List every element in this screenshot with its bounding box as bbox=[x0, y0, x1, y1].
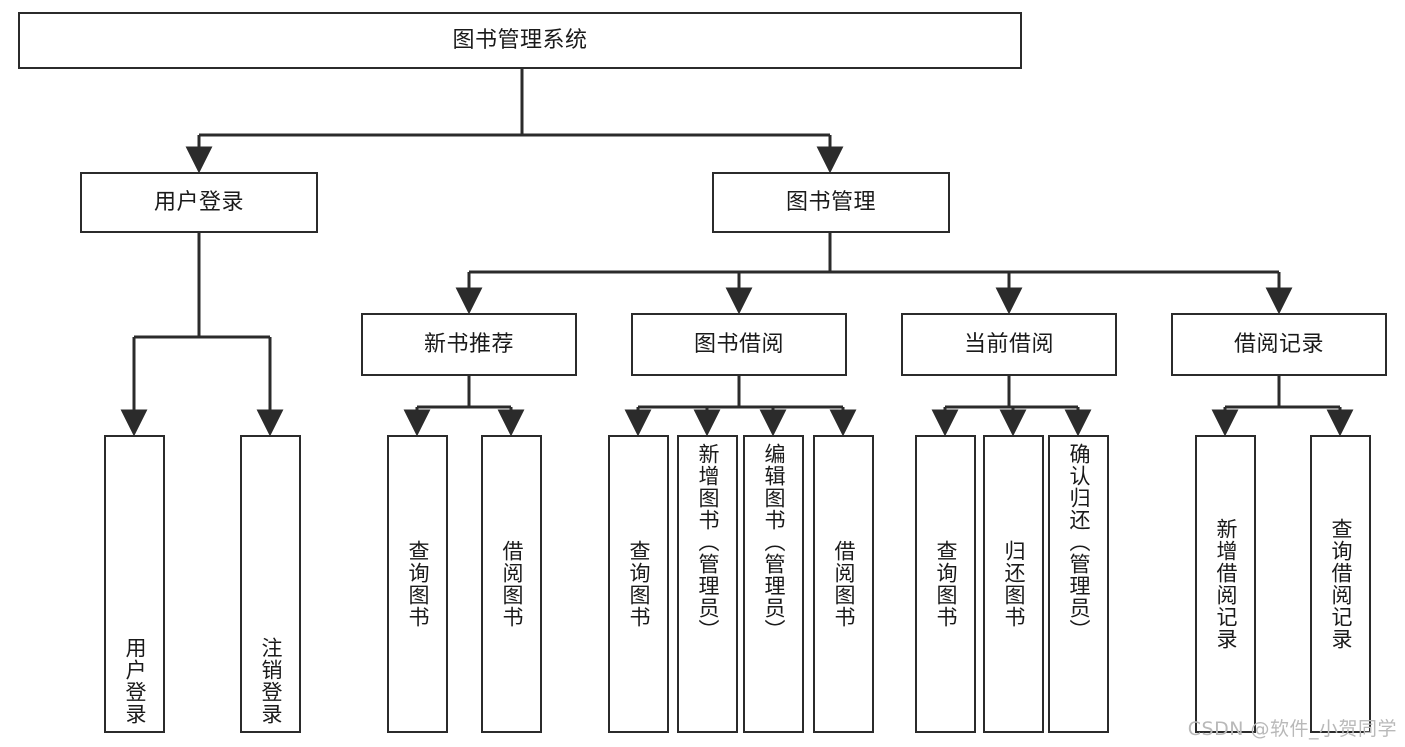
node-label: 图书借阅 bbox=[693, 331, 784, 357]
node-label: 当前借阅 bbox=[963, 331, 1054, 357]
node-label: 新增借阅记录 bbox=[1213, 518, 1238, 650]
csdn-watermark: CSDN @软件_小贺同学 bbox=[1187, 718, 1397, 740]
node-label: 图书管理系统 bbox=[452, 27, 588, 53]
leaf-query-book-current[interactable]: 查询图书 bbox=[915, 435, 976, 733]
node-book-management[interactable]: 图书管理 bbox=[712, 172, 950, 233]
node-label: 查询借阅记录 bbox=[1328, 518, 1353, 650]
node-new-book-recommendation[interactable]: 新书推荐 bbox=[361, 313, 577, 376]
node-current-borrowing[interactable]: 当前借阅 bbox=[901, 313, 1117, 376]
leaf-borrow-book-recommendation[interactable]: 借阅图书 bbox=[481, 435, 542, 733]
leaf-query-book-recommendation[interactable]: 查询图书 bbox=[387, 435, 448, 733]
node-label: 注销登录 bbox=[258, 637, 283, 725]
node-book-borrowing[interactable]: 图书借阅 bbox=[631, 313, 847, 376]
node-label: 归还图书 bbox=[1001, 540, 1026, 628]
node-label: 确认归还（管理员） bbox=[1066, 443, 1091, 641]
node-label: 查询图书 bbox=[405, 540, 430, 628]
node-borrowing-record[interactable]: 借阅记录 bbox=[1171, 313, 1387, 376]
leaf-edit-book-admin[interactable]: 编辑图书（管理员） bbox=[743, 435, 804, 733]
node-label: 借阅记录 bbox=[1233, 331, 1324, 357]
node-label: 查询图书 bbox=[933, 540, 958, 628]
leaf-user-login[interactable]: 用户登录 bbox=[104, 435, 165, 733]
leaf-query-borrow-record[interactable]: 查询借阅记录 bbox=[1310, 435, 1371, 733]
node-label: 查询图书 bbox=[626, 540, 651, 628]
leaf-user-logout[interactable]: 注销登录 bbox=[240, 435, 301, 733]
node-label: 新增图书（管理员） bbox=[695, 443, 720, 641]
node-label: 编辑图书（管理员） bbox=[761, 443, 786, 641]
node-root-book-management-system[interactable]: 图书管理系统 bbox=[18, 12, 1022, 69]
leaf-add-book-admin[interactable]: 新增图书（管理员） bbox=[677, 435, 738, 733]
node-label: 用户登录 bbox=[122, 637, 147, 725]
node-label: 图书管理 bbox=[785, 189, 876, 215]
leaf-add-borrow-record[interactable]: 新增借阅记录 bbox=[1195, 435, 1256, 733]
node-label: 借阅图书 bbox=[499, 540, 524, 628]
node-label: 借阅图书 bbox=[831, 540, 856, 628]
node-user-login[interactable]: 用户登录 bbox=[80, 172, 318, 233]
node-label: 新书推荐 bbox=[423, 331, 514, 357]
node-label: 用户登录 bbox=[153, 189, 244, 215]
leaf-query-book-borrowing[interactable]: 查询图书 bbox=[608, 435, 669, 733]
leaf-return-book[interactable]: 归还图书 bbox=[983, 435, 1044, 733]
leaf-borrow-book-borrowing[interactable]: 借阅图书 bbox=[813, 435, 874, 733]
leaf-confirm-return-admin[interactable]: 确认归还（管理员） bbox=[1048, 435, 1109, 733]
